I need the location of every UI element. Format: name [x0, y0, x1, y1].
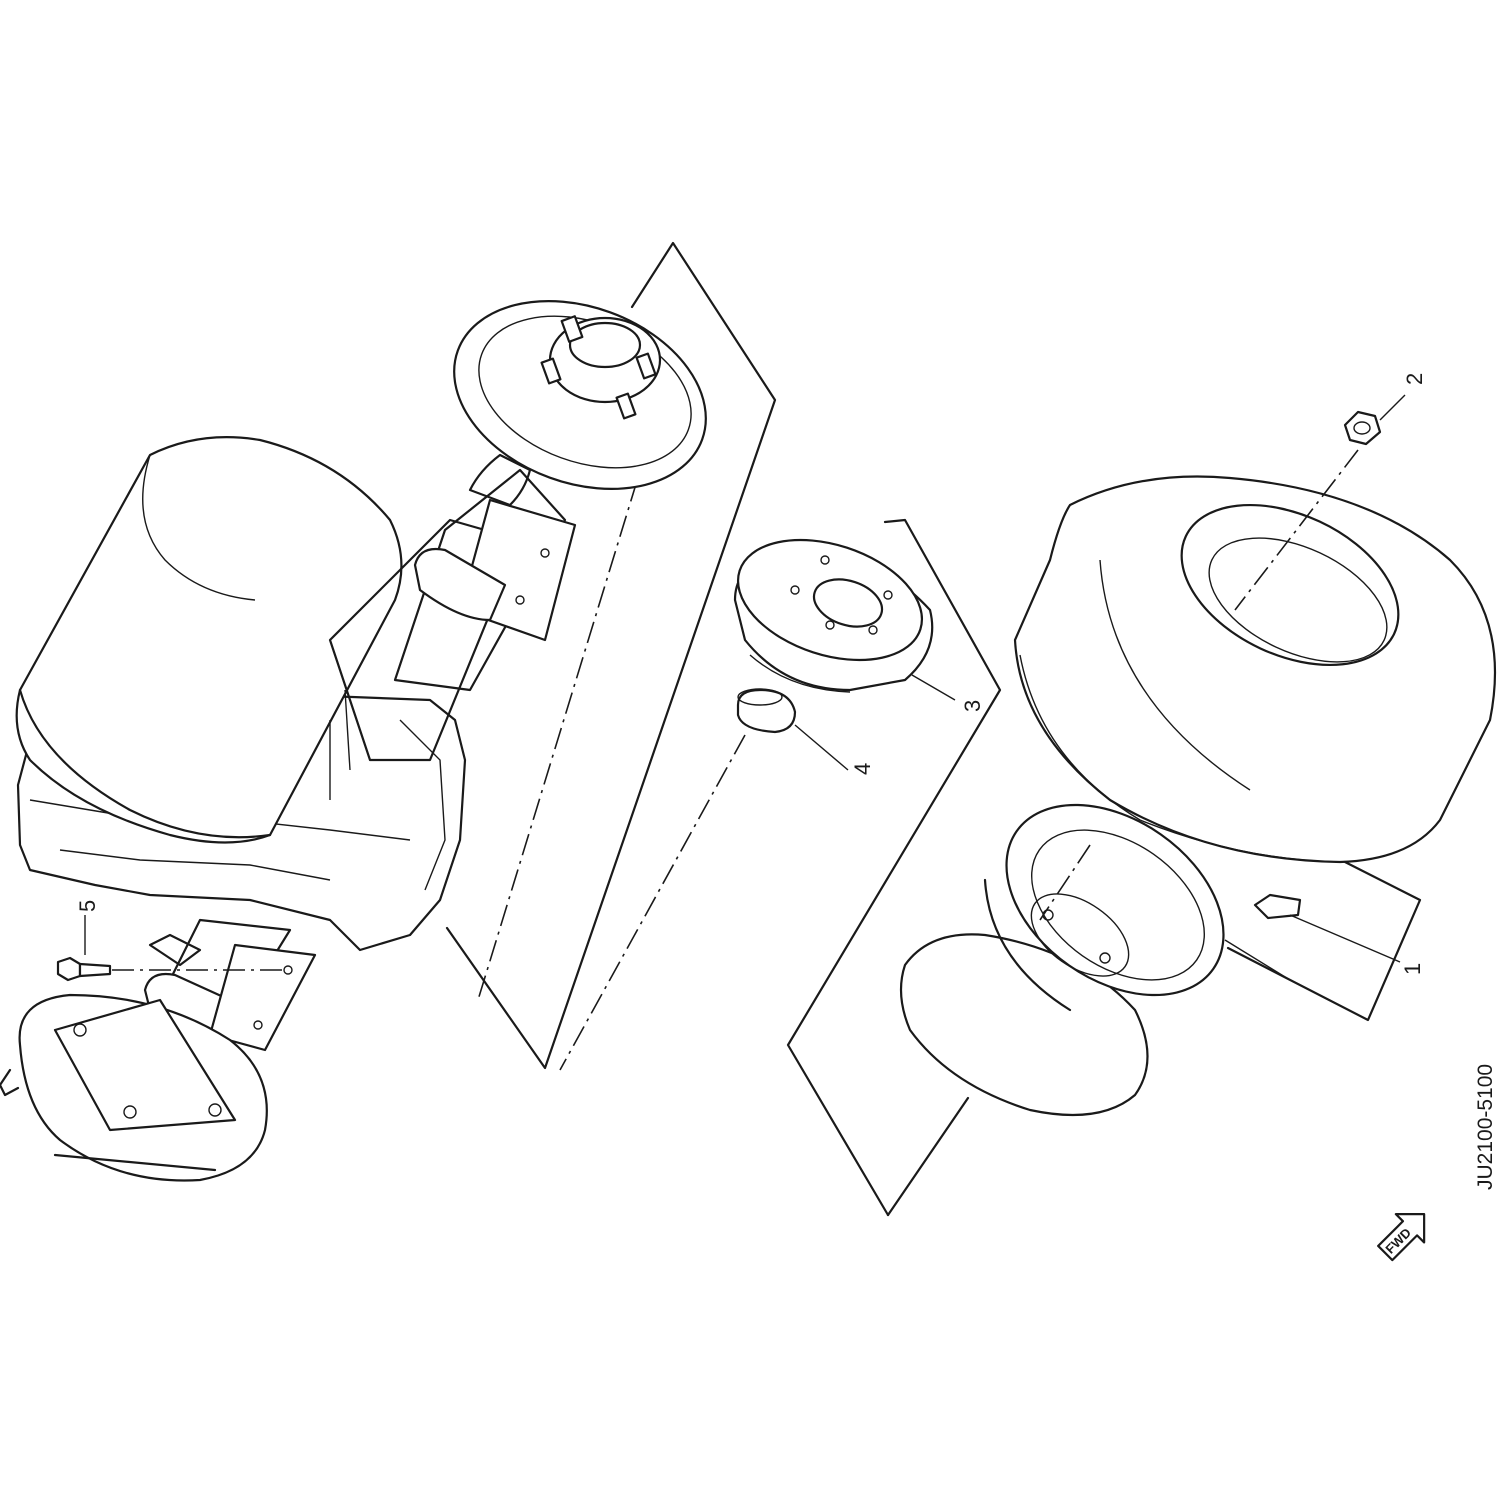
motor-cylinder: [15, 436, 403, 844]
bolt-shank: [78, 962, 112, 978]
motor-endcap-line: [142, 454, 256, 601]
wheel-stud-4: [615, 392, 637, 420]
case-rib: [59, 849, 331, 881]
flange-bolt-3: [208, 1103, 222, 1117]
rim-lug-hole-2: [1099, 952, 1111, 964]
cap-rim: [737, 688, 783, 706]
cap-centerline: [559, 734, 746, 1071]
rim-flange-inner: [1030, 829, 1206, 981]
axle-centerline: [477, 444, 649, 1001]
group-bracket-right: [786, 518, 1002, 1217]
callout-2-line: [1379, 394, 1406, 421]
transaxle-assembly: [0, 241, 777, 1182]
callout-1-line: [1289, 914, 1401, 963]
lower-tab: [0, 1068, 20, 1097]
rim-barrel-line: [983, 878, 1072, 1012]
wheel-stud-2: [635, 352, 657, 380]
upper-hub-cap: [568, 321, 642, 369]
valve-body: [1253, 893, 1302, 920]
drum-stud-hole-5: [825, 620, 835, 630]
brake-drum-part-3: [733, 538, 956, 701]
tire-bead-opening: [1180, 503, 1400, 667]
wheel-stud-1: [560, 315, 584, 343]
lower-bracket-hole-2: [253, 1020, 263, 1030]
drum-lip: [749, 654, 851, 693]
bracket-bolt-hole-1: [515, 595, 525, 605]
axle-line-1: [344, 689, 351, 771]
bracket-bolt-hole-2: [540, 548, 550, 558]
axle-collar: [328, 518, 522, 762]
lower-boss: [148, 933, 202, 967]
lower-brake-assembly: [0, 993, 268, 1182]
cap-body: [736, 688, 797, 734]
drum-stud-hole-3: [883, 590, 893, 600]
case-flange: [399, 719, 446, 891]
lug-nut-part-2: [1039, 394, 1406, 921]
tire: [1013, 475, 1496, 864]
callout-2: 2: [1402, 373, 1427, 385]
wheel-assembly: [559, 394, 1496, 1217]
drum-center-hole: [812, 578, 884, 628]
bolt-part-5: [56, 915, 288, 982]
tire-sidewall-line: [1099, 559, 1251, 791]
drum-stud-hole-1: [790, 585, 800, 595]
bolt-head: [56, 956, 82, 982]
group-bracket-left: [445, 241, 777, 1070]
figure-code: JU2100-5100: [1474, 1064, 1497, 1190]
lower-bracket-hole-1: [283, 965, 293, 975]
rim-centerline: [1039, 844, 1091, 921]
callout-labels: 1 2 3 4 5: [75, 373, 1427, 975]
flange-bolt-1: [73, 1023, 87, 1037]
callout-5: 5: [75, 900, 100, 912]
drum-stud-hole-4: [868, 625, 878, 635]
lower-flange: [53, 998, 237, 1132]
lower-plate-edge: [53, 1153, 217, 1172]
rim-center-disc: [1030, 893, 1130, 977]
tire-tread-edge: [1019, 654, 1341, 863]
dust-cap-part-4: [559, 688, 849, 1071]
nut-centerline: [1234, 449, 1359, 611]
tire-bead-inner: [1208, 537, 1388, 663]
valve-stem-part-1: [1253, 893, 1401, 963]
upper-brake-assembly: [453, 300, 707, 507]
callout-4: 4: [850, 763, 875, 775]
callout-3: 3: [960, 700, 985, 712]
drum-stud-hole-2: [820, 555, 830, 565]
bracket-right-lower: [886, 1096, 970, 1217]
nut-hole: [1353, 421, 1371, 435]
callout-4-line: [794, 724, 849, 771]
forward-arrow-icon: FWD: [1377, 1213, 1426, 1262]
fwd-arrow-shape: [1377, 1213, 1426, 1262]
lower-bracket-plate: [208, 943, 317, 1052]
callout-3-line: [911, 674, 956, 701]
nut-body: [1343, 410, 1382, 446]
rim-outer-half: [899, 933, 1149, 1117]
axle-boss: [468, 453, 532, 507]
flange-bolt-2: [123, 1105, 137, 1119]
motor-rim: [18, 688, 272, 839]
rim-assembly: [899, 803, 1291, 1117]
group-bracket-tire: [1226, 860, 1422, 1022]
wheel-stud-3: [540, 357, 562, 385]
callout-1: 1: [1400, 963, 1425, 975]
upper-spring-seat: [413, 547, 507, 622]
